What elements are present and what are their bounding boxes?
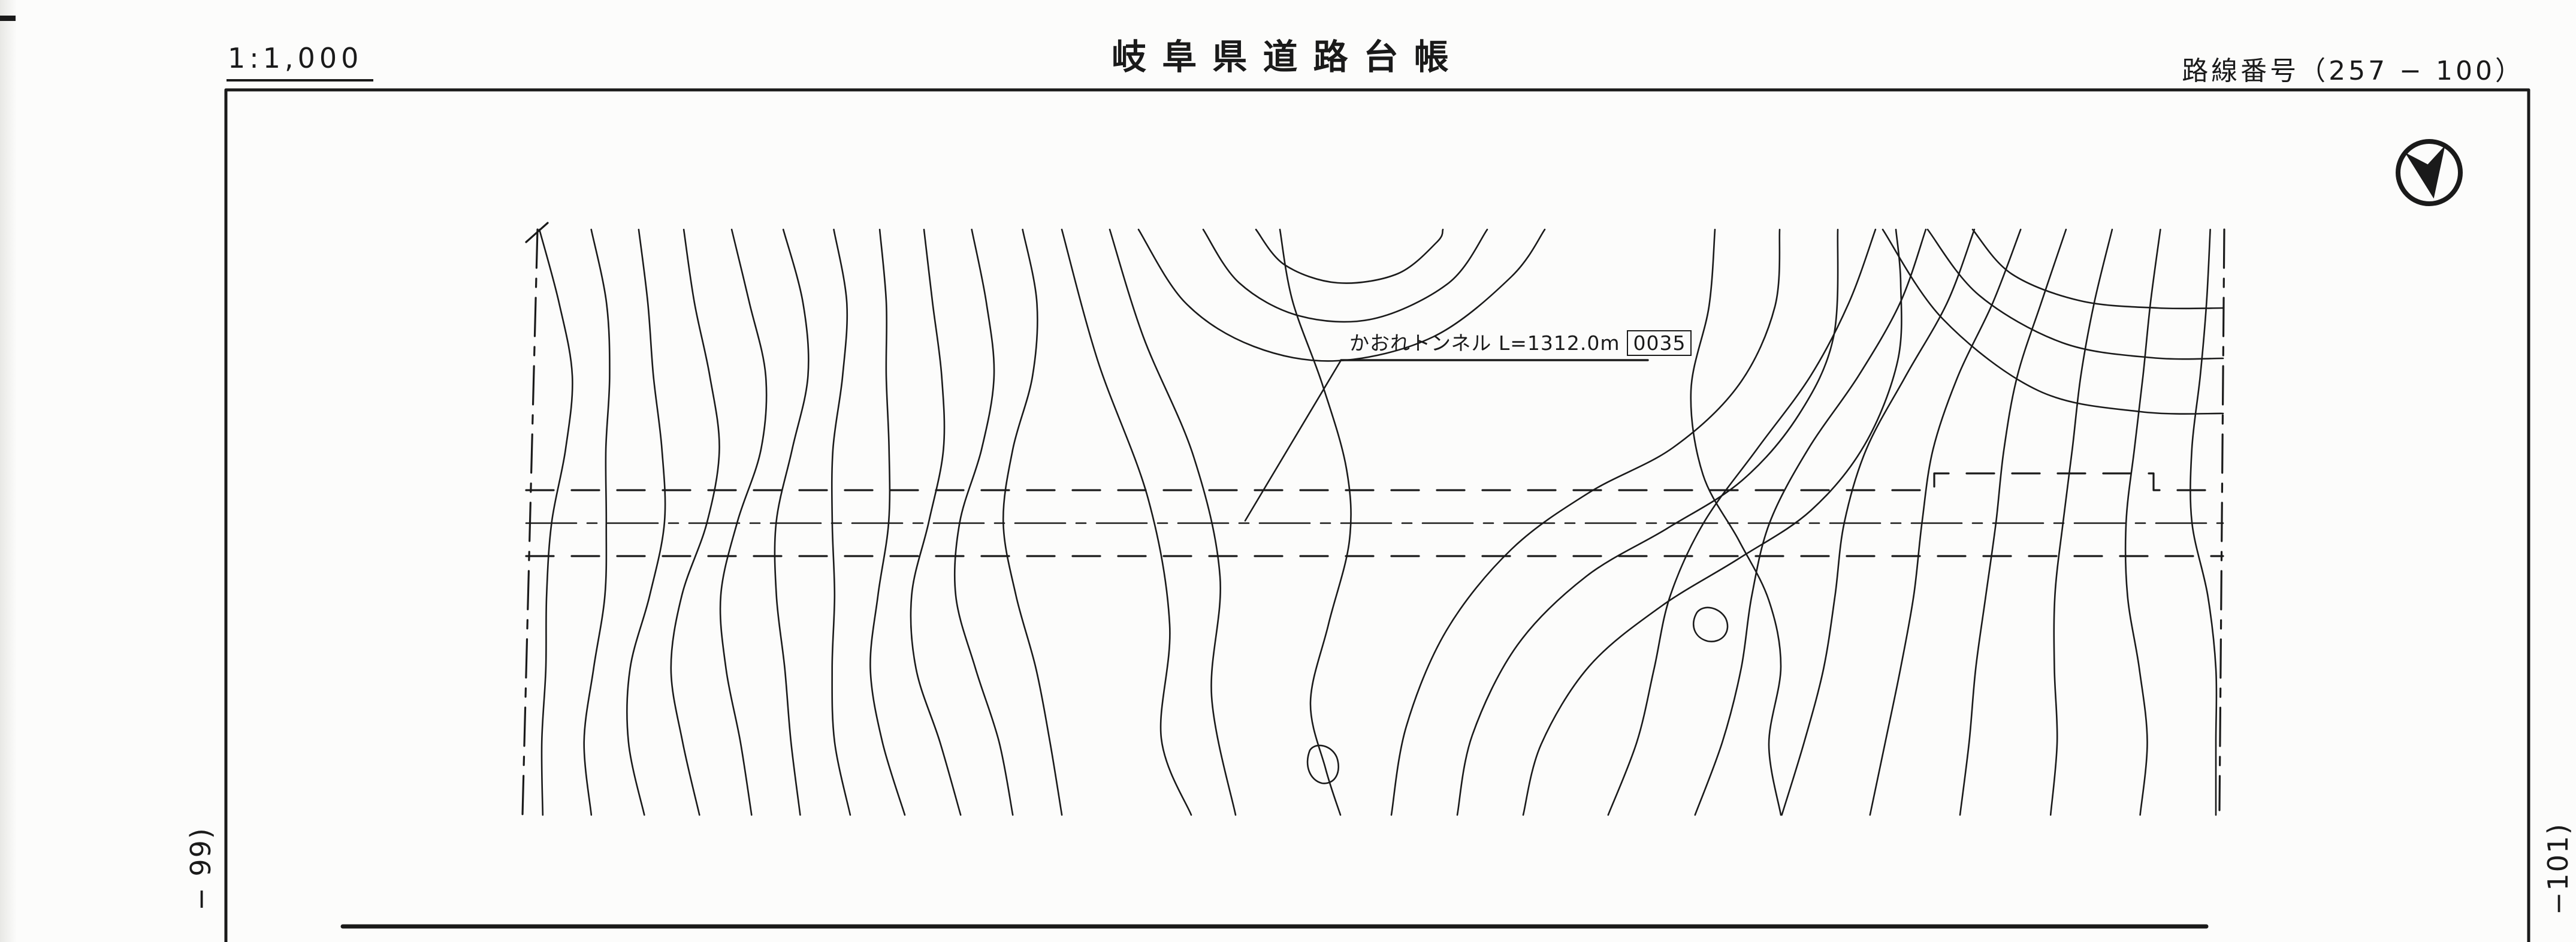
match-line-tick xyxy=(525,222,549,243)
contour-line xyxy=(719,228,768,816)
north-arrow-graphic xyxy=(2396,139,2463,206)
contour-line xyxy=(1390,228,1781,816)
contour-line xyxy=(626,228,666,816)
adjacent-sheet-left-label: − 99) xyxy=(185,827,217,911)
section-boundaries xyxy=(521,222,2225,816)
contour-line xyxy=(1607,228,1877,816)
pond-contour xyxy=(1306,744,1340,784)
contour-line xyxy=(1061,228,1192,816)
contour-line xyxy=(1926,228,2224,360)
route-number-label: 路線番号（257 − 100） xyxy=(2182,56,2524,86)
contour-line xyxy=(869,228,906,816)
map-scale-label: 1:1,000 xyxy=(227,42,374,81)
contour-line xyxy=(1522,228,1902,816)
contour-line xyxy=(1202,228,1488,323)
contour-line xyxy=(1255,228,1444,284)
contour-line xyxy=(1690,228,1782,816)
contour-line xyxy=(1137,228,1546,362)
scan-paper-edge xyxy=(0,0,17,942)
north-arrow-needle xyxy=(2405,145,2445,199)
contour-line xyxy=(1781,228,1976,816)
north-arrow-circle xyxy=(2396,139,2463,206)
tunnel-label-text: かおれトンネル L=1312.0m xyxy=(1349,331,1620,355)
alignment-edge-upper xyxy=(525,472,2224,491)
north-arrow-icon xyxy=(2393,137,2465,209)
contour-line xyxy=(538,228,573,816)
contour-line xyxy=(774,228,810,816)
tunnel-label: かおれトンネル L=1312.0m 0035 xyxy=(1349,327,1692,356)
contour-line xyxy=(831,228,851,816)
contour-line xyxy=(1959,228,2067,816)
spur-contour xyxy=(1692,606,1729,642)
contour-line xyxy=(1694,228,1927,816)
contour-lines-group xyxy=(538,228,2224,816)
scan-artifact-mark xyxy=(0,16,16,21)
contour-line xyxy=(953,228,1014,816)
adjacent-sheet-right-label: −101) xyxy=(2542,822,2574,916)
match-line-left xyxy=(521,228,539,816)
contour-line xyxy=(2190,228,2218,816)
contour-line xyxy=(910,228,962,816)
contour-line xyxy=(1456,228,1839,816)
road-alignment xyxy=(525,472,2224,557)
contour-line xyxy=(1869,228,2022,816)
contour-line xyxy=(2049,228,2113,816)
annotation-lines xyxy=(340,359,2209,929)
contour-line xyxy=(2124,228,2161,816)
tunnel-label-leader-line xyxy=(1244,359,1342,522)
page-title: 岐阜県道路台帳 xyxy=(1112,37,1464,77)
contour-line xyxy=(1279,228,1352,816)
contour-line xyxy=(670,228,720,816)
tunnel-label-code: 0035 xyxy=(1627,330,1692,356)
contour-line xyxy=(1002,228,1063,816)
contour-line xyxy=(583,228,611,816)
contour-line xyxy=(1882,228,2224,415)
contour-line xyxy=(1971,228,2224,310)
contour-line xyxy=(1109,228,1237,816)
closed-contour-blobs xyxy=(1306,606,1729,784)
match-line-right xyxy=(2218,228,2225,811)
sheet-border-frame xyxy=(224,88,2530,942)
sheet-border-lines xyxy=(224,88,2530,942)
